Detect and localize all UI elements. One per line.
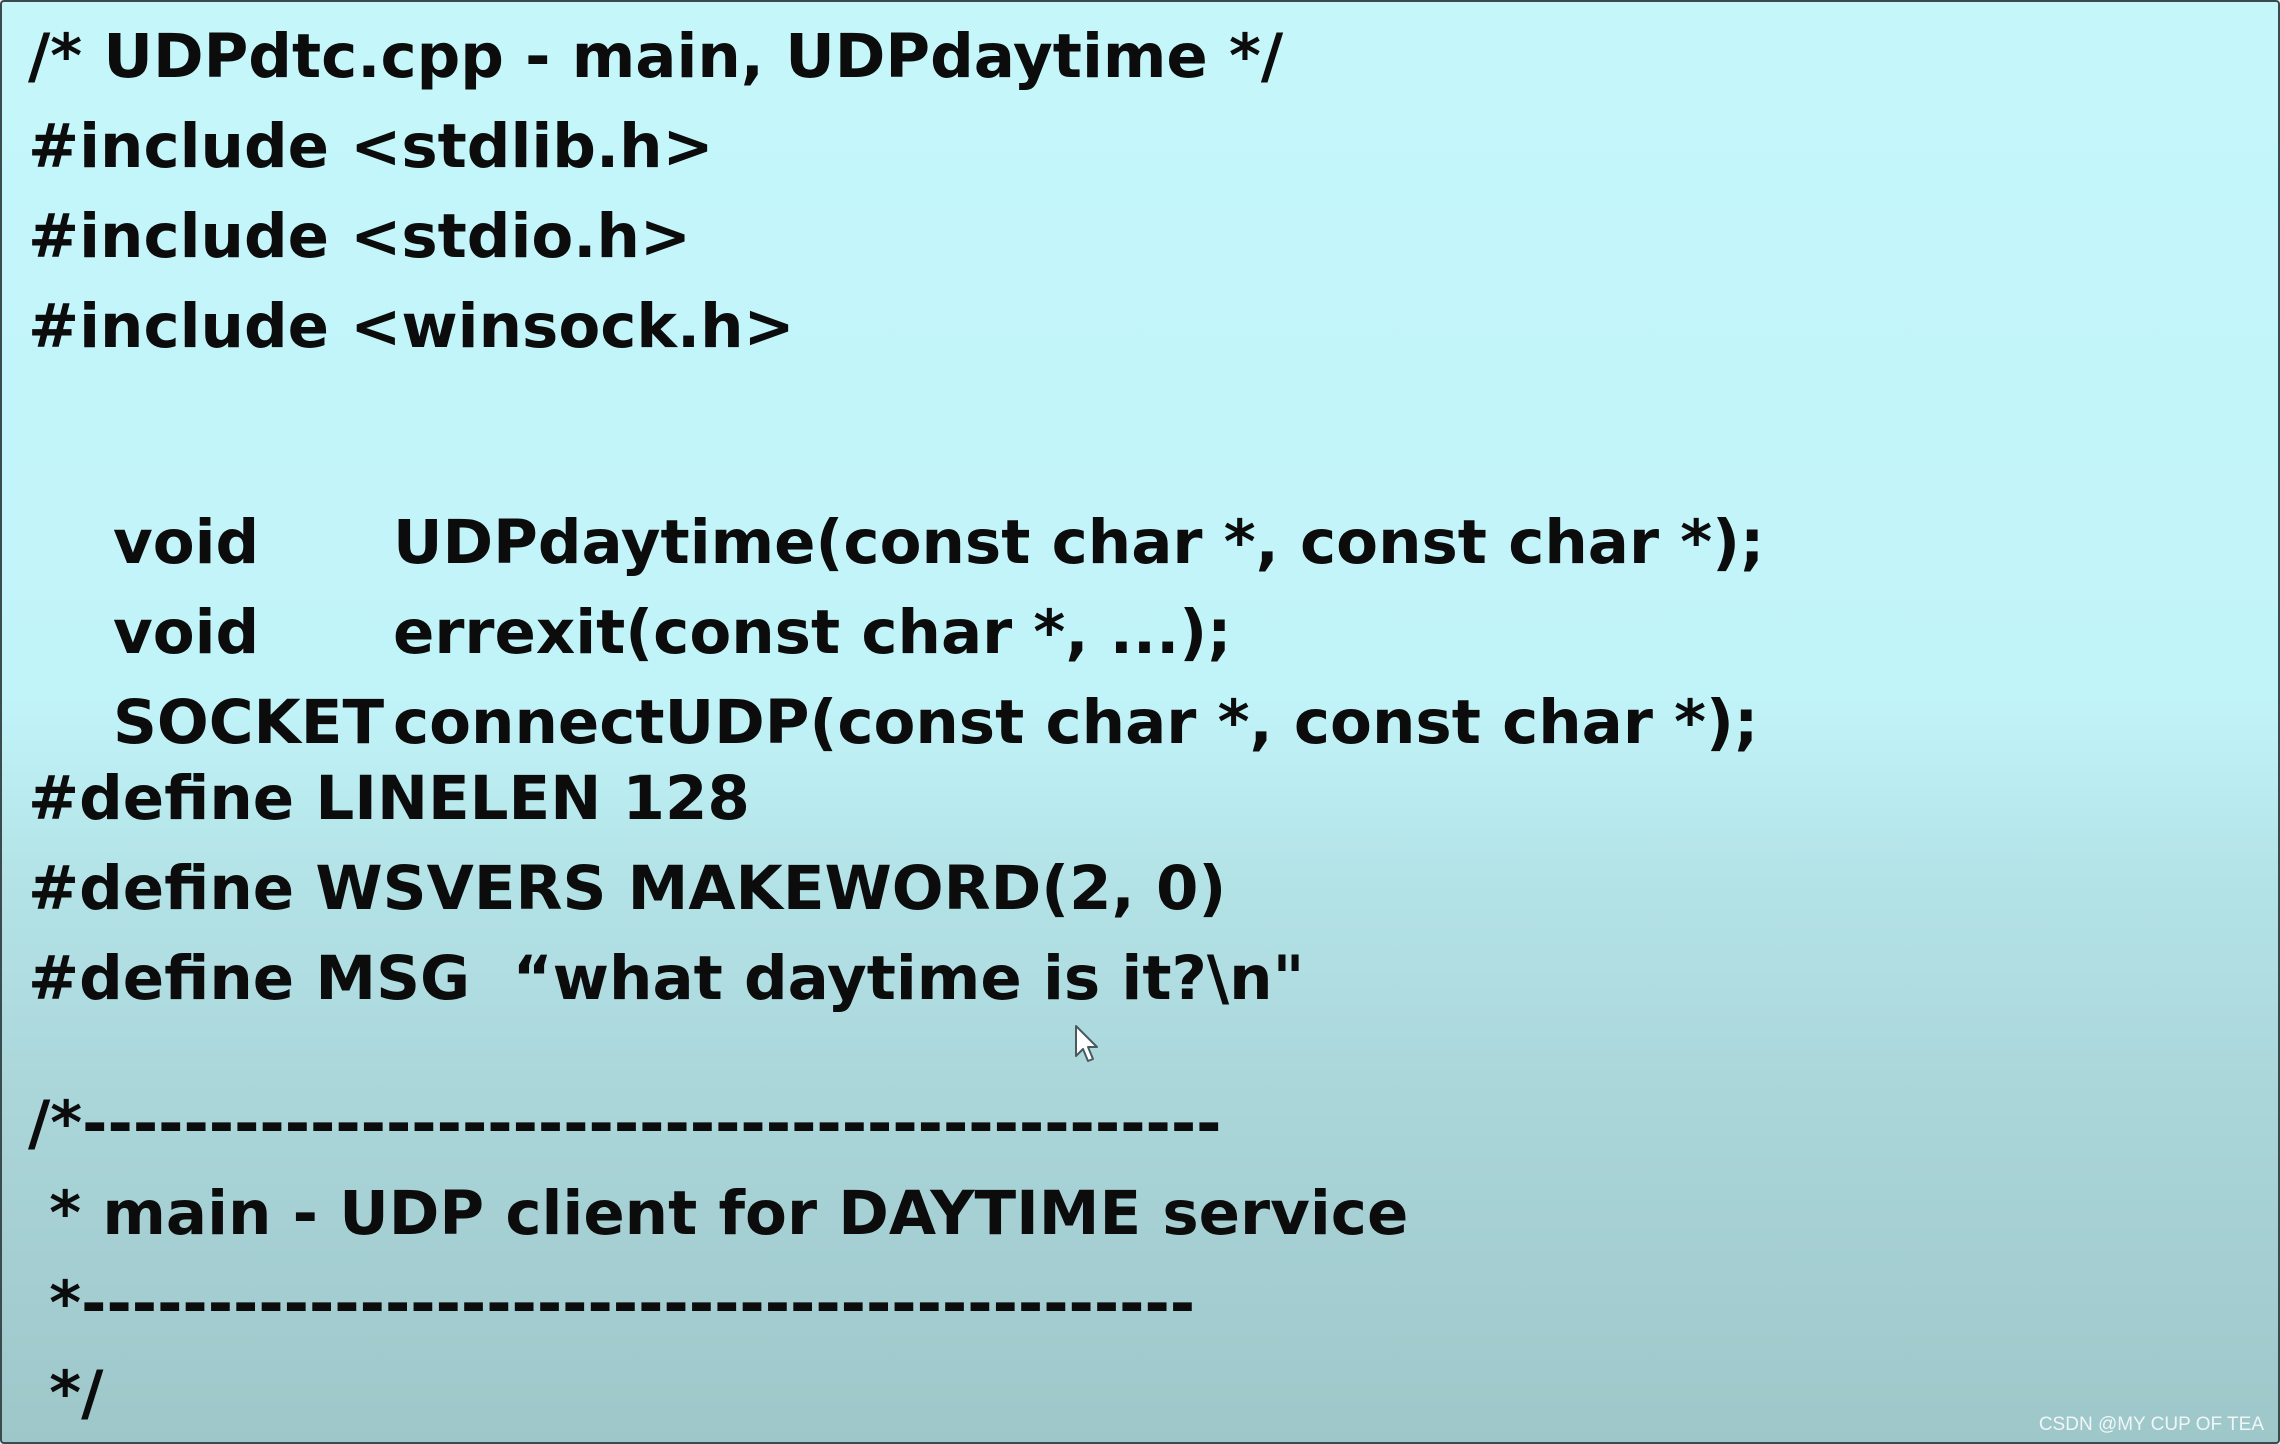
include-winsock: #include <winsock.h>	[28, 291, 795, 362]
define-msg: #define MSG “what daytime is it?\n"	[28, 943, 1305, 1014]
block-comment-rule: *---------------------------------------…	[28, 1268, 1196, 1339]
prototype-errexit: void errexit(const char *, ...);	[28, 528, 1232, 668]
include-stdlib: #include <stdlib.h>	[28, 111, 714, 182]
block-comment-open: /*--------------------------------------…	[28, 1088, 1222, 1159]
prototype-return-type: void	[112, 597, 260, 668]
prototype-udpdaytime: void UDPdaytime(const char *, const char …	[28, 438, 1765, 578]
block-comment-text: * main - UDP client for DAYTIME service	[28, 1178, 1409, 1249]
prototype-signature: connectUDP(const char *, const char *);	[392, 687, 1759, 758]
header-comment: /* UDPdtc.cpp - main, UDPdaytime */	[28, 21, 1284, 92]
watermark: CSDN @MY CUP OF TEA	[2038, 1414, 2264, 1435]
define-linelen: #define LINELEN 128	[28, 763, 750, 834]
prototype-return-type: SOCKET	[112, 687, 385, 758]
prototype-signature: UDPdaytime(const char *, const char *);	[392, 507, 1765, 578]
define-wsvers: #define WSVERS MAKEWORD(2, 0)	[28, 853, 1227, 924]
block-comment-close: */	[28, 1358, 104, 1429]
include-stdio: #include <stdio.h>	[28, 201, 691, 272]
prototype-signature: errexit(const char *, ...);	[392, 597, 1232, 668]
mouse-pointer-icon	[1075, 1025, 1098, 1062]
prototype-return-type: void	[112, 507, 260, 578]
